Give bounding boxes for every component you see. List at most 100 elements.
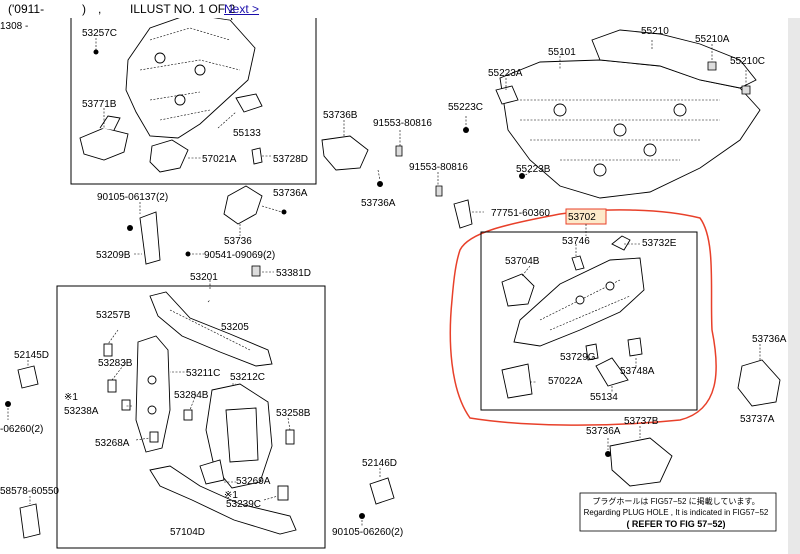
bracket-53729G bbox=[585, 343, 599, 361]
label-53201: 53201 bbox=[190, 272, 218, 283]
label-53257B: 53257B bbox=[96, 310, 131, 321]
label-90105-06260-right: 90105-06260(2) bbox=[332, 527, 403, 538]
label-53729G: 53729G bbox=[560, 352, 596, 363]
label-57021A: 57021A bbox=[202, 154, 237, 165]
header-date-range: ('0911- bbox=[8, 2, 45, 16]
seal-53736 bbox=[223, 185, 263, 225]
label-55223B: 55223B bbox=[516, 164, 551, 175]
bracket-77751 bbox=[453, 199, 473, 229]
plate-55134 bbox=[595, 357, 629, 387]
label-53737A: 53737A bbox=[740, 414, 775, 425]
insulator-55210 bbox=[591, 29, 757, 89]
upper-support-53205 bbox=[149, 291, 273, 367]
clip-53728D bbox=[251, 147, 263, 165]
radiator-support-box bbox=[56, 285, 326, 549]
plug-55223B bbox=[463, 127, 469, 133]
clip-55210A bbox=[707, 61, 717, 71]
label-57104D: 57104D bbox=[170, 527, 205, 538]
dash-panel-55101 bbox=[499, 59, 761, 199]
front-side-member-53702 bbox=[513, 257, 645, 347]
bolt-91553-b bbox=[435, 185, 443, 197]
label-53737B: 53737B bbox=[624, 416, 659, 427]
label-77751: 77751-60360 bbox=[491, 208, 550, 219]
plug-55223C bbox=[519, 173, 525, 179]
plug-hole-note: プラグホールは FIG57−52 に掲載しています。 Regarding PLU… bbox=[579, 492, 777, 532]
clip-53748A bbox=[627, 337, 643, 357]
bracket-53239C bbox=[277, 485, 289, 501]
bracket-53257B bbox=[103, 343, 113, 357]
bracket-53704B bbox=[501, 273, 535, 307]
note-jp: プラグホールは FIG57−52 に掲載しています。 bbox=[592, 496, 759, 506]
bracket-57022A bbox=[501, 363, 533, 399]
label-53257C: 53257C bbox=[82, 28, 117, 39]
label-91553-a: 91553-80816 bbox=[373, 118, 432, 129]
label-53704B: 53704B bbox=[505, 256, 540, 267]
label-53269A: 53269A bbox=[236, 476, 271, 487]
bracket-53283B bbox=[107, 379, 117, 393]
bracket-53746 bbox=[571, 255, 585, 271]
header-illust-number: ILLUST NO. 1 OF 2 bbox=[130, 2, 236, 16]
label-53746: 53746 bbox=[562, 236, 590, 247]
seal-57021A bbox=[149, 139, 189, 173]
header-date-close: ) bbox=[82, 2, 86, 16]
bracket-55133 bbox=[235, 93, 263, 113]
bracket-53269A bbox=[199, 459, 225, 485]
upper-left-group-box bbox=[70, 0, 317, 185]
bracket-53268A bbox=[149, 431, 159, 443]
label-55223C: 55223C bbox=[448, 102, 483, 113]
label-55210C: 55210C bbox=[730, 56, 765, 67]
label-left-code: 1308 - bbox=[0, 21, 28, 32]
label-53211C: 53211C bbox=[186, 368, 220, 379]
label-58578: 58578-60550 bbox=[0, 486, 59, 497]
label-90105-06137: 90105-06137(2) bbox=[97, 192, 168, 203]
bracket-58578 bbox=[19, 503, 41, 539]
page-header: ('0911- ) , ILLUST NO. 1 OF 2 Next > bbox=[0, 0, 800, 18]
label-55101: 55101 bbox=[548, 47, 576, 58]
label-53209B: 53209B bbox=[96, 250, 131, 261]
label-53736A-top: 53736A bbox=[273, 188, 308, 199]
seal-53736B bbox=[321, 135, 369, 171]
label-53732E: 53732E bbox=[642, 238, 677, 249]
label-53238A: 53238A bbox=[64, 406, 99, 417]
label-53736: 53736 bbox=[224, 236, 252, 247]
label-53381D: 53381D bbox=[276, 268, 311, 279]
label-53771B: 53771B bbox=[82, 99, 117, 110]
hood-lock-52145D bbox=[17, 365, 39, 389]
side-support-53212C bbox=[205, 383, 273, 489]
label-53736A-right: 53736A bbox=[752, 334, 787, 345]
label-53212C: 53212C bbox=[230, 372, 265, 383]
label-53736A-mid: 53736A bbox=[361, 198, 396, 209]
label-53284B: 53284B bbox=[174, 390, 209, 401]
label-53736B: 53736B bbox=[323, 110, 358, 121]
hood-lock-52146D bbox=[369, 477, 395, 505]
note-en: Regarding PLUG HOLE , It is indicated in… bbox=[584, 508, 769, 517]
label-53736A-bottom: 53736A bbox=[586, 426, 621, 437]
bracket-53209B bbox=[139, 211, 161, 265]
bolt-91553-a bbox=[395, 145, 403, 157]
bolt-90541 bbox=[185, 251, 191, 257]
label-57022A: 57022A bbox=[548, 376, 583, 387]
label-55210: 55210 bbox=[641, 26, 669, 37]
clip-55210C bbox=[741, 85, 751, 95]
label-ref1: ※1 bbox=[64, 392, 78, 403]
side-support-53211C bbox=[135, 335, 171, 453]
bolt-90105-06260-left bbox=[5, 401, 11, 407]
header-separator: , bbox=[98, 2, 102, 16]
label-53205: 53205 bbox=[221, 322, 249, 333]
label-52146D: 52146D bbox=[362, 458, 397, 469]
seal-53737B bbox=[609, 437, 673, 487]
label-55133: 55133 bbox=[233, 128, 261, 139]
label-90541: 90541-09069(2) bbox=[204, 250, 275, 261]
next-illustration-link[interactable]: Next > bbox=[224, 2, 260, 16]
bolt-90105-06137 bbox=[127, 225, 133, 231]
cable-53732E bbox=[611, 235, 631, 251]
label-55223A: 55223A bbox=[488, 68, 523, 79]
bracket-53258B bbox=[285, 429, 295, 445]
part-labels: 1308 - 53257C 53771B 55133 57021A 53728D… bbox=[0, 21, 787, 538]
label-53258B: 53258B bbox=[276, 408, 311, 419]
label-52145D: 52145D bbox=[14, 350, 49, 361]
clip-53736A-top bbox=[281, 209, 287, 215]
fender-apron-assembly bbox=[125, 3, 256, 139]
label-53268A: 53268A bbox=[95, 438, 130, 449]
